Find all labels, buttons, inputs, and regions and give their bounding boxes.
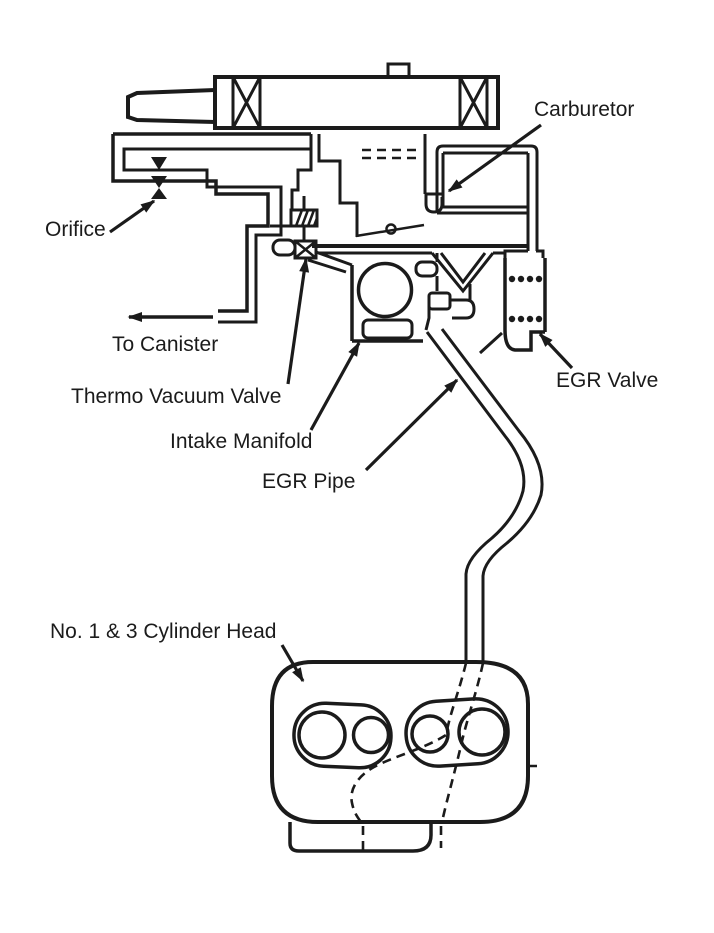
thermo-vacuum-valve-label: Thermo Vacuum Valve (71, 385, 281, 408)
egr-pipe-arrow (364, 378, 459, 472)
internal-egr-passage-left (350, 662, 468, 823)
callout-thermo-vacuum-valve: Thermo Vacuum Valve (71, 257, 310, 408)
intake-manifold-body (350, 253, 439, 343)
passage-outer-wall (111, 134, 270, 313)
port-4 (457, 707, 507, 757)
carb-chamber-inner (441, 151, 530, 251)
to-canister-label: To Canister (112, 333, 218, 356)
callout-orifice: Orifice (45, 199, 156, 241)
callout-egr-pipe: EGR Pipe (262, 378, 459, 493)
intake-manifold-arrow (309, 341, 361, 431)
carb-port-hook (424, 192, 444, 214)
air-cleaner-body (213, 75, 500, 130)
throttle-plate (355, 223, 425, 238)
egr-valve-crimp-dots (508, 275, 543, 323)
cylinder-head-outline (270, 660, 530, 824)
passage-inner-wall (122, 147, 311, 324)
egr-diaphragm-outer (430, 252, 495, 294)
port-1 (297, 710, 347, 760)
port-cluster-left (292, 701, 393, 770)
thermo-vacuum-valve-arrow (286, 257, 310, 385)
carburetor-arrow (447, 123, 542, 193)
orifice-label: Orifice (45, 218, 106, 241)
carburetor-body (312, 134, 539, 255)
egr-pipe-right-edge (440, 328, 544, 662)
orifice-symbol (151, 157, 167, 199)
internal-egr-passage-base (361, 826, 443, 850)
orifice-arrow (109, 199, 156, 234)
egr-pipe-label: EGR Pipe (262, 470, 355, 493)
egr-valve-label: EGR Valve (556, 369, 658, 392)
carb-chamber-outer (435, 144, 539, 251)
egr-pipe-left-edge (425, 331, 526, 662)
tvv-riser-left (290, 134, 313, 210)
egr-pipe-line (425, 328, 544, 662)
callout-intake-manifold: Intake Manifold (170, 341, 361, 453)
egr-valve-body (427, 249, 547, 355)
throttle-shaft (385, 223, 397, 235)
tvv-valve-x (294, 240, 317, 259)
callout-to-canister: To Canister (112, 333, 218, 356)
port-3 (410, 714, 450, 754)
tvv-port-tab (271, 238, 297, 257)
carburetor-label: Carburetor (534, 98, 634, 121)
tvv-spring-hatch (294, 209, 319, 227)
egr-valve-bottom (503, 329, 545, 352)
callout-cylinder-head: No. 1 & 3 Cylinder Head (50, 620, 305, 683)
vacuum-passage (111, 132, 311, 324)
cylinder-head-body (270, 660, 537, 853)
intake-manifold-label: Intake Manifold (170, 430, 312, 453)
filter-element-right-icon (458, 76, 489, 129)
egr-valve-seat (450, 298, 476, 320)
egr-valve-cap (503, 249, 545, 258)
egr-valve-arrow (538, 332, 574, 370)
manifold-port-slot (361, 318, 414, 340)
callout-egr-valve: EGR Valve (538, 332, 658, 392)
manifold-runner-circle (356, 261, 414, 319)
filter-element-left-icon (231, 76, 262, 129)
internal-egr-passage-right (440, 662, 485, 823)
air-intake-snorkel (126, 88, 216, 124)
callouts: Carburetor Orifice To Canister Thermo Va… (45, 98, 658, 683)
port-2 (351, 715, 391, 755)
egr-valve-flange-diagonal (478, 331, 504, 355)
carb-left-inner-wall (317, 134, 359, 237)
air-cleaner-top-tab (386, 62, 411, 77)
air-cleaner-assembly (126, 62, 500, 130)
egr-diaphragm-inner (439, 252, 487, 285)
callout-carburetor: Carburetor (447, 98, 634, 193)
cylinder-head-arrow (280, 644, 305, 683)
thermo-vacuum-valve (271, 134, 353, 274)
egr-port-stub (414, 260, 439, 278)
cylinder-head-base (288, 822, 433, 853)
carb-gasket-dashes (362, 148, 421, 160)
egr-valve-poppet (427, 291, 452, 311)
cylinder-head-label: No. 1 & 3 Cylinder Head (50, 620, 276, 643)
